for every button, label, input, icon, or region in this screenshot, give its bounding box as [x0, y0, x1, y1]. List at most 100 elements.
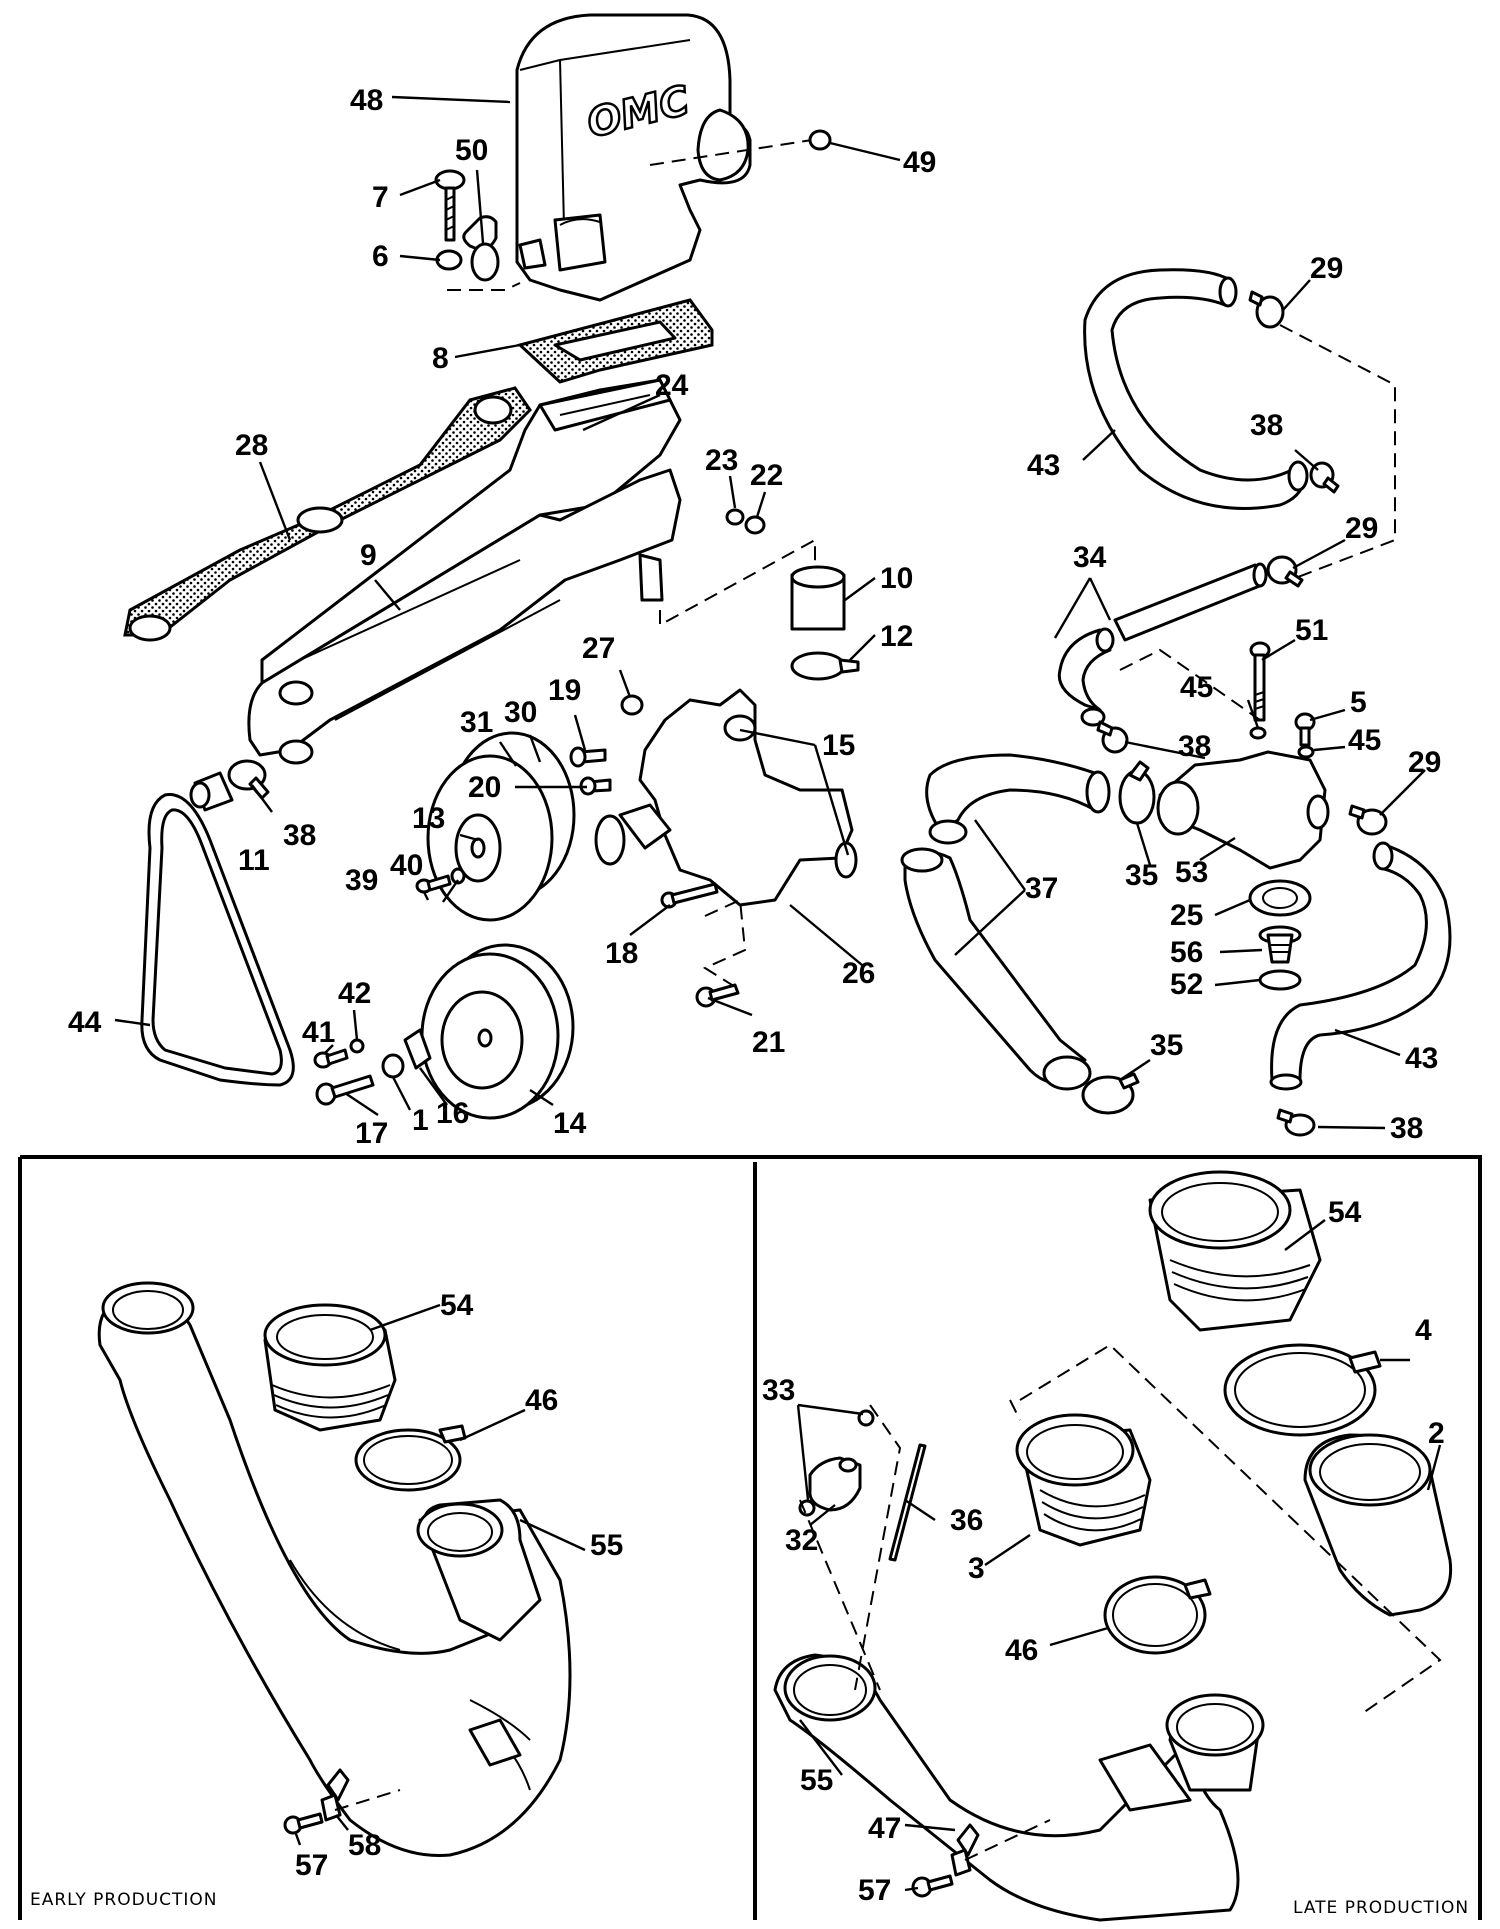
callout-8: 8 [432, 342, 449, 375]
callout-12: 12 [880, 620, 913, 653]
bolt-part-19 [569, 746, 607, 768]
callout-9: 9 [360, 539, 377, 572]
callout-35a: 35 [1125, 859, 1158, 892]
callout-3: 3 [968, 1552, 985, 1585]
callout-1: 1 [412, 1104, 429, 1137]
late-cover-dashes [799, 1404, 902, 1691]
bolt-part-20 [579, 776, 612, 796]
late-assembly-dashes [1009, 1343, 1442, 1716]
callout-38d: 38 [1390, 1112, 1423, 1145]
callout-49: 49 [903, 146, 936, 179]
callout-55-early: 55 [590, 1529, 623, 1562]
callout-36: 36 [950, 1504, 983, 1537]
callout-4: 4 [1415, 1314, 1432, 1347]
callout-20: 20 [468, 771, 501, 804]
early-exhaust-pipe-part [97, 1281, 572, 1858]
washer-part-40 [450, 867, 466, 885]
callout-22: 22 [750, 459, 783, 492]
callout-57-late: 57 [858, 1874, 891, 1907]
late-bellows-part-54 [1148, 1170, 1322, 1332]
washer-part-1 [381, 1053, 405, 1079]
callout-5: 5 [1350, 686, 1367, 719]
callout-37: 37 [1025, 872, 1058, 905]
early-bracket-part [320, 1768, 350, 1822]
bolt-part-21 [695, 983, 740, 1008]
leader-lines-upper [114, 95, 1426, 1130]
early-bolt-path [334, 1789, 401, 1811]
parts-6-7-50 [434, 169, 500, 282]
callout-33: 33 [762, 1374, 795, 1407]
washer-part-45a [1249, 726, 1267, 740]
late-screw-part-33b [798, 1499, 816, 1517]
callout-11: 11 [238, 844, 270, 877]
early-production-caption: EARLY PRODUCTION [30, 1890, 218, 1910]
callout-55-late: 55 [800, 1764, 833, 1797]
late-exhaust-pipe-part [773, 1653, 1265, 1922]
callout-26: 26 [842, 957, 875, 990]
late-cover-part-32 [808, 1456, 862, 1512]
hose-clamp-part-29a [1248, 290, 1285, 329]
callout-54-late: 54 [1328, 1196, 1362, 1229]
clamp-part [790, 651, 860, 681]
bolt-part-18 [660, 882, 719, 909]
hose-part-43b [1269, 841, 1452, 1091]
callout-15: 15 [822, 729, 855, 762]
bushing-part [790, 565, 846, 631]
callout-13: 13 [412, 802, 445, 835]
callout-18: 18 [605, 937, 638, 970]
callout-10: 10 [880, 562, 913, 595]
late-bolt-path [964, 1819, 1051, 1861]
callout-27: 27 [582, 632, 615, 665]
callout-54-early: 54 [440, 1289, 474, 1322]
callout-29b: 29 [1345, 512, 1378, 545]
callout-23: 23 [705, 444, 738, 477]
plug-part [808, 129, 832, 151]
callout-35b: 35 [1150, 1029, 1183, 1062]
washer-part-42 [349, 1038, 365, 1054]
callout-41: 41 [302, 1016, 335, 1049]
bolt-part-17 [315, 1074, 375, 1106]
early-bellows-part [263, 1303, 397, 1432]
callout-24: 24 [655, 369, 689, 402]
callout-52: 52 [1170, 968, 1203, 1001]
drive-belt-part [140, 793, 295, 1087]
callout-42: 42 [338, 977, 371, 1010]
water-pump-part [594, 688, 858, 907]
seal-part [1258, 969, 1302, 991]
thermostat-part [1258, 925, 1302, 964]
late-clamp-part-4 [1223, 1343, 1382, 1437]
callout-38a: 38 [283, 819, 316, 852]
hose-clamp-part-29c [1348, 804, 1388, 836]
callout-16: 16 [436, 1097, 469, 1130]
hose-clamp-part-35b [1081, 1072, 1140, 1115]
hose-clamp-part-38a [227, 759, 270, 800]
callout-14: 14 [553, 1107, 587, 1140]
callout-58: 58 [348, 1829, 381, 1862]
callout-38c: 38 [1178, 730, 1211, 763]
early-clamp-part [354, 1424, 467, 1492]
crankshaft-pulley-part [420, 943, 575, 1120]
leader-lines-lower [294, 1219, 1442, 1892]
callout-28: 28 [235, 429, 268, 462]
callout-57-early: 57 [295, 1849, 328, 1882]
callout-19: 19 [548, 674, 581, 707]
callout-29c: 29 [1408, 746, 1441, 779]
exhaust-elbow-part [515, 13, 752, 302]
callout-47: 47 [868, 1812, 901, 1845]
bushing-part-11 [189, 771, 234, 812]
hose-clamp-part-38d [1276, 1108, 1316, 1137]
late-bellows-part-3 [1015, 1413, 1152, 1547]
callout-53: 53 [1175, 856, 1208, 889]
hose-clamp-part-38c [1096, 720, 1129, 754]
hose-clamp-part-35a [1118, 760, 1156, 825]
callout-labels: 48 49 50 7 6 8 24 28 23 22 9 10 12 27 19… [68, 84, 1445, 1907]
lower-panel-borders [18, 1155, 1482, 1920]
late-bracket-part-47 [950, 1823, 980, 1877]
callout-40: 40 [390, 849, 423, 882]
callout-2: 2 [1428, 1417, 1445, 1450]
callout-21: 21 [752, 1026, 785, 1059]
thermostat-gasket-part [1248, 879, 1312, 917]
callout-38b: 38 [1250, 409, 1283, 442]
callout-31: 31 [460, 706, 493, 739]
